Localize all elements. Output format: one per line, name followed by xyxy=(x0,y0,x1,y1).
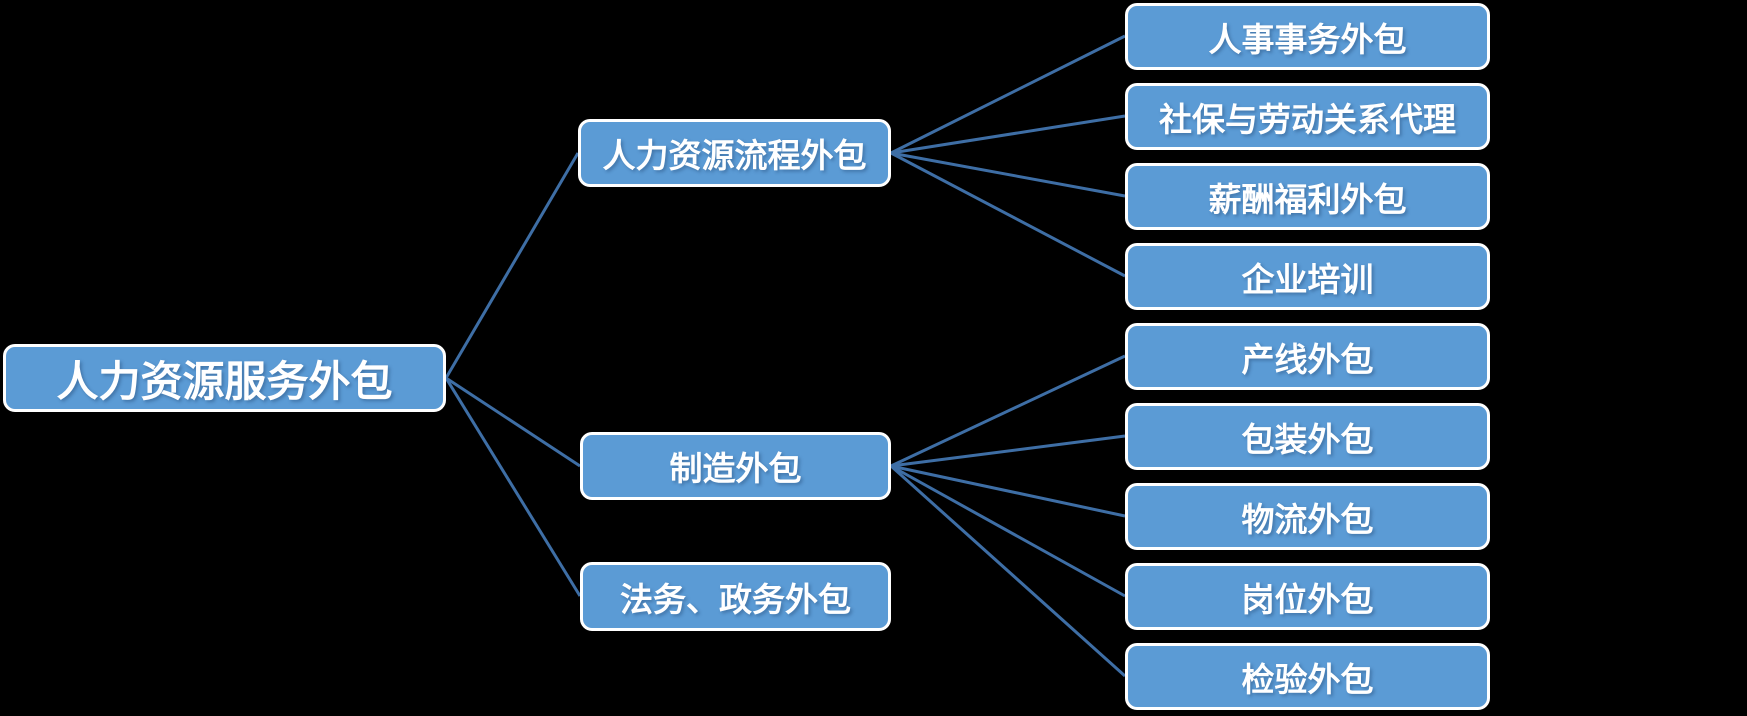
node-manufacturing-outsourcing: 制造外包 xyxy=(580,432,891,500)
connector-branch2-leaf3 xyxy=(890,464,1126,518)
node-legal-government-outsourcing: 法务、政务外包 xyxy=(580,562,891,631)
node-inspection-outsourcing: 检验外包 xyxy=(1125,643,1490,710)
node-position-outsourcing: 岗位外包 xyxy=(1125,563,1490,630)
connector-root-branch3 xyxy=(444,377,582,597)
connector-branch2-leaf1 xyxy=(890,354,1126,468)
node-packaging-outsourcing: 包装外包 xyxy=(1125,403,1490,470)
node-payroll-benefits-outsourcing: 薪酬福利外包 xyxy=(1125,163,1490,230)
connector-branch1-leaf4 xyxy=(890,151,1126,278)
node-hr-process-outsourcing: 人力资源流程外包 xyxy=(578,119,891,187)
connector-branch2-leaf5 xyxy=(889,464,1127,678)
node-social-insurance-labor-relations-agency: 社保与劳动关系代理 xyxy=(1125,83,1490,150)
connector-branch1-leaf3 xyxy=(890,151,1126,198)
connector-root-branch2 xyxy=(445,376,581,468)
node-production-line-outsourcing: 产线外包 xyxy=(1125,323,1490,390)
connector-branch2-leaf2 xyxy=(890,434,1126,468)
node-personnel-affairs-outsourcing: 人事事务外包 xyxy=(1125,3,1490,70)
connector-root-branch1 xyxy=(444,152,580,379)
connector-branch1-leaf1 xyxy=(890,34,1126,155)
node-logistics-outsourcing: 物流外包 xyxy=(1125,483,1490,550)
connector-branch2-leaf4 xyxy=(890,464,1126,598)
node-hr-service-outsourcing: 人力资源服务外包 xyxy=(3,344,446,412)
connector-branch1-leaf2 xyxy=(890,114,1126,155)
node-corporate-training: 企业培训 xyxy=(1125,243,1490,310)
